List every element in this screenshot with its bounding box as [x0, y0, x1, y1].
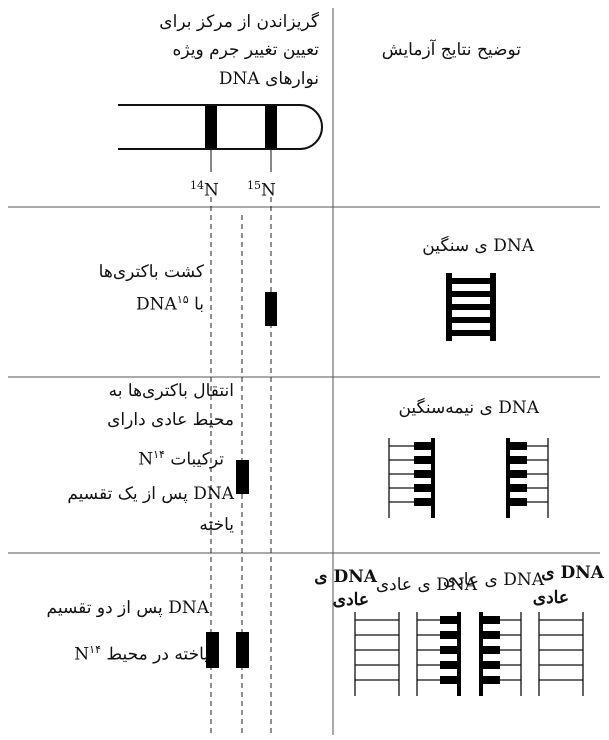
- row3-label-c: DNA ی عادی: [375, 575, 477, 595]
- row3-label-a-line-2: عادی: [532, 588, 569, 608]
- left-title-line-3: نوارهای DNA: [218, 69, 319, 89]
- dna-light-ladder-2: [538, 612, 584, 696]
- row3-label-b: DNA ی عادی: [442, 570, 544, 590]
- centrifuge-tube: [118, 104, 323, 150]
- left-title-line-1: گریزاندن از مرکز برای: [159, 12, 319, 32]
- right-title: توضیح نتایج آزمایش: [381, 40, 521, 60]
- dna-hybrid-ladder-right: [506, 438, 549, 518]
- row3-label-d-line-1: DNA ی: [314, 567, 377, 587]
- row2-left-line-1: انتقال باکتری‌ها به: [108, 381, 234, 401]
- axis-label-14N: 14N: [190, 179, 219, 201]
- dna-hybrid-ladder-4: [479, 612, 522, 696]
- band-row3-light: [206, 632, 219, 668]
- axis-label-15N: 15N: [247, 179, 276, 201]
- dna-hybrid-ladder-left: [388, 438, 435, 518]
- row3-label-a-line-1: DNA ی: [541, 563, 604, 583]
- row2-left-line-2: محیط عادی دارای: [107, 410, 234, 430]
- row1-right-label: DNA ی سنگین: [422, 236, 534, 256]
- band-row2-hybrid: [236, 460, 249, 494]
- band-row1-heavy: [265, 292, 277, 326]
- row1-left-line-2: با DNA۱۵: [136, 293, 204, 315]
- row3-left-line-1: DNA پس از دو تقسیم: [46, 598, 209, 618]
- row2-right-label: DNA ی نیمه‌سنگین: [398, 398, 539, 418]
- row2-left-line-3: ترکیبات N۱۴: [138, 448, 224, 470]
- tube-band-15N: [265, 106, 277, 148]
- row3-left-line-2: یاخته در محیط N۱۴: [74, 643, 209, 665]
- tube-band-14N: [205, 106, 217, 148]
- dna-hybrid-ladder-3: [416, 612, 461, 696]
- left-title-line-2: تعیین تغییر جرم ویژه: [172, 40, 319, 60]
- row2-left-line-5: یاخته: [199, 515, 234, 535]
- row2-left-line-4: DNA پس از یک تقسیم: [67, 484, 234, 504]
- dna-heavy-ladder: [446, 273, 496, 341]
- dna-light-ladder-1: [354, 612, 400, 696]
- row3-label-d-line-2: عادی: [332, 590, 369, 610]
- band-row3-hybrid: [236, 632, 249, 668]
- row1-left-line-1: کشت باکتری‌ها: [98, 262, 204, 282]
